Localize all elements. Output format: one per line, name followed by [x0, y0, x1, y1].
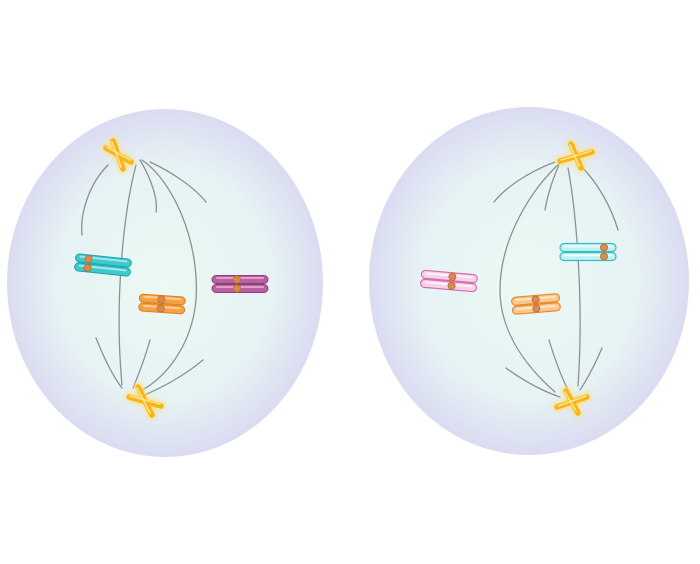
centrosome-left-bottom	[124, 382, 166, 420]
cell-right-spindle-fibers	[493, 161, 619, 398]
centrosome-right-top	[555, 139, 597, 173]
cell-right	[369, 107, 689, 455]
chromosome-orange	[138, 293, 186, 315]
cell-left-membrane	[7, 109, 323, 457]
chromosome-cyan	[74, 253, 132, 277]
chromosome-pink	[420, 269, 478, 293]
chromosome-magenta	[211, 275, 269, 293]
cell-right-membrane	[369, 107, 689, 455]
cell-left	[7, 109, 323, 457]
chromosome-orange-light	[511, 293, 561, 315]
chromosome-cyan-light	[559, 242, 617, 262]
centrosome-left-top	[101, 136, 136, 174]
centrosome-right-bottom	[552, 386, 592, 418]
